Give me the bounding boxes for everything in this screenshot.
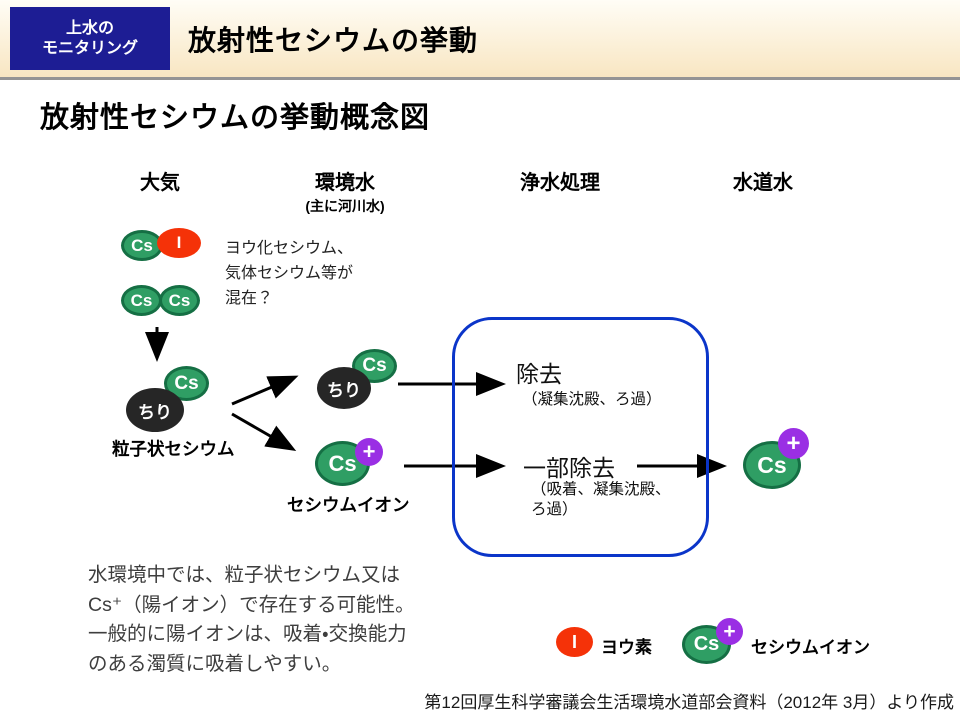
iodine-label: I [176,233,182,252]
cs-label: Cs [131,235,153,255]
cesium-ion-label: セシウムイオン [287,495,410,515]
cs-label: Cs [328,450,357,476]
cs-label: Cs [757,451,787,478]
purification-process-box [452,317,709,557]
cs-circle: Cs [159,285,200,316]
cs-label: Cs [693,633,720,655]
legend-iodine-label: ヨウ素 [601,638,652,657]
column-env-water-sub: (主に河川水) [305,198,385,214]
iodine-circle: I [157,228,201,258]
dust-circle: ちり [126,388,184,432]
environment-note: 水環境中では、粒子状セシウム又は Cs⁺（陽イオン）で存在する可能性。 一般的に… [88,564,415,675]
badge-line2: モニタリング [41,39,138,57]
cs-circle: Cs [121,285,162,316]
header-title: 放射性セシウムの挙動 [188,25,479,56]
monitoring-badge: 上水の モニタリング [10,7,170,70]
page-title: 放射性セシウムの挙動概念図 [40,102,431,134]
cs-label: Cs [174,372,199,394]
removal-sub-label: （凝集沈殿、ろ過） [522,391,662,408]
header-bar: 上水の モニタリング 放射性セシウムの挙動 [0,0,960,80]
plus-icon: + [778,428,809,459]
dust-label: ちり [138,402,172,422]
badge-line1: 上水の [65,19,114,37]
cs-label: Cs [168,290,191,310]
plus-label: + [362,439,376,464]
legend-iodine-circle: I [556,627,593,657]
plus-icon: + [355,438,383,466]
arrow-branch-to-particulate [231,375,299,406]
plus-icon: + [716,618,743,645]
partial-removal-sub-label: （吸着、凝集沈殿、 ろ過） [531,481,671,518]
column-atmosphere: 大気 [140,172,180,194]
legend-cesium-ion-label: セシウムイオン [751,638,870,657]
removal-label: 除去 [516,361,562,387]
plus-label: + [723,620,736,643]
iodine-label: I [571,631,577,652]
mixture-note: ヨウ化セシウム、 気体セシウム等が 混在？ [225,240,354,307]
particulate-cesium-label: 粒子状セシウム [112,439,235,459]
column-env-water: 環境水 [315,172,375,194]
dust-label: ちり [327,380,361,400]
column-purification: 浄水処理 [520,172,600,194]
partial-removal-label: 一部除去 [523,455,615,481]
cs-label: Cs [362,355,387,376]
cs-label: Cs [130,290,153,310]
plus-label: + [786,429,801,457]
cs-circle: Cs [121,230,163,261]
source-credit: 第12回厚生科学審議会生活環境水道部会資料（2012年 3月）より作成 [424,693,954,712]
column-tap-water: 水道水 [733,172,793,194]
dust-circle: ちり [317,367,371,409]
arrow-branch-to-ion [231,412,297,451]
